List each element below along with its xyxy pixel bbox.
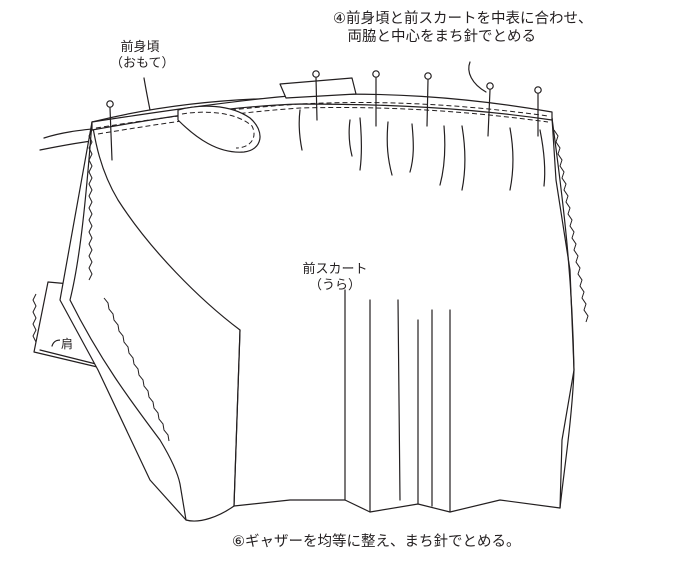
step6-instruction: ⑥ギャザーを均等に整え、まち針でとめる。 (232, 534, 521, 550)
bodice-label: 前身頃 （おもて） (110, 40, 175, 72)
top-fold (279, 77, 357, 99)
bodice-leader-line (143, 77, 151, 111)
pins (106, 70, 542, 161)
skirt-label: 前スカート （うら） (302, 262, 368, 294)
step4-leader-line (468, 61, 487, 93)
bodice-flap (177, 105, 261, 153)
pinked-edges (32, 129, 589, 442)
step4-instruction: ④前身頃と前スカートを中表に合わせ、 両脇と中心をまち針でとめる (333, 11, 593, 46)
skirt-right-edge (551, 117, 575, 509)
skirt-folds (233, 289, 451, 513)
skirt-front-fold (69, 121, 241, 522)
shoulder-label: 肩 (60, 337, 75, 352)
gathers (298, 109, 546, 191)
